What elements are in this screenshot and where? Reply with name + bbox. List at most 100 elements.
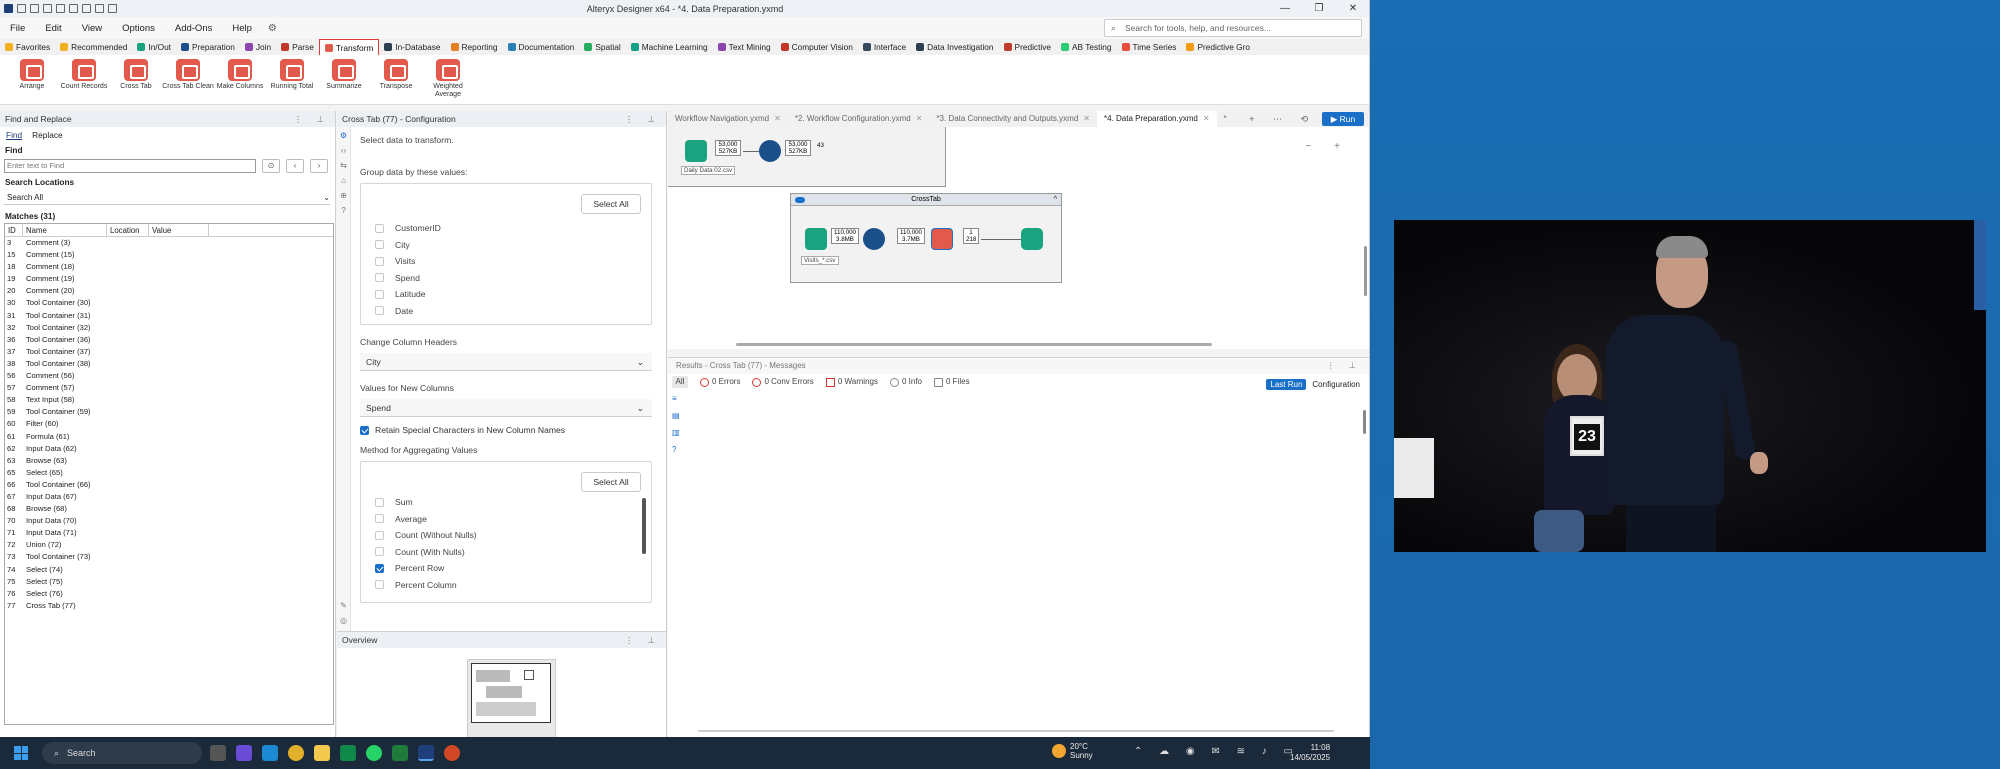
open-file-icon[interactable] xyxy=(30,4,39,13)
panel-pin-icon[interactable]: ⋮ ⊥ xyxy=(624,113,661,124)
tool-summarize[interactable]: Summarize xyxy=(318,55,370,104)
data-icon[interactable]: ▤ xyxy=(672,411,680,420)
last-run-button[interactable]: Last Run xyxy=(1266,379,1307,390)
ribbon-tab-computer-vision[interactable]: Computer Vision xyxy=(776,39,858,55)
find-previous-button[interactable]: ‹ xyxy=(286,159,304,173)
alteryx-taskbar-icon[interactable] xyxy=(418,745,434,761)
column-header[interactable]: Name xyxy=(23,224,107,236)
input-data-node[interactable] xyxy=(805,228,827,250)
ribbon-tab-ab-testing[interactable]: AB Testing xyxy=(1056,39,1117,55)
method-count-without-nulls-[interactable]: Count (Without Nulls) xyxy=(361,527,651,544)
filter-errors[interactable]: 0 Errors xyxy=(700,377,740,387)
undo-icon[interactable] xyxy=(95,4,104,13)
input-data-node[interactable] xyxy=(685,140,707,162)
menu-add-ons[interactable]: Add-Ons xyxy=(174,22,213,34)
select-node[interactable] xyxy=(863,228,885,250)
filter-all-button[interactable]: All xyxy=(672,376,688,388)
filter-conv-errors[interactable]: 0 Conv Errors xyxy=(752,377,814,387)
ribbon-tab-predictive[interactable]: Predictive xyxy=(999,39,1056,55)
group-field-date[interactable]: Date xyxy=(361,303,651,320)
ribbon-tab-data-investigation[interactable]: Data Investigation xyxy=(911,39,998,55)
method-count-with-nulls-[interactable]: Count (With Nulls) xyxy=(361,544,651,561)
tab-replace[interactable]: Replace xyxy=(32,130,63,140)
tag-icon[interactable]: ⌂ xyxy=(341,176,346,185)
ribbon-tab-text-mining[interactable]: Text Mining xyxy=(713,39,776,55)
tool-container-daily[interactable]: 53,000 527KB 53,000 527KB 43 Daily Data … xyxy=(668,127,946,187)
canvas-vertical-scrollbar[interactable] xyxy=(1364,246,1367,296)
group-select-all-button[interactable]: Select All xyxy=(581,194,641,214)
checkbox[interactable] xyxy=(375,514,384,524)
start-button[interactable] xyxy=(14,746,28,760)
results-horizontal-scrollbar[interactable] xyxy=(698,730,1334,732)
copilot-icon[interactable] xyxy=(236,745,252,761)
menu-help[interactable]: Help xyxy=(232,22,252,34)
canvas-horizontal-scrollbar[interactable] xyxy=(736,343,1212,346)
panel-pin-icon[interactable]: ⋮ ⊥ xyxy=(624,634,661,645)
ribbon-tab-interface[interactable]: Interface xyxy=(858,39,911,55)
ribbon-tab-spatial[interactable]: Spatial xyxy=(579,39,625,55)
close-icon[interactable]: ✕ xyxy=(1348,3,1358,14)
sheets-icon[interactable] xyxy=(392,745,408,761)
ribbon-tab-machine-learning[interactable]: Machine Learning xyxy=(626,39,713,55)
tool-cross-tab[interactable]: Cross Tab xyxy=(110,55,162,104)
restore-icon[interactable]: ❐ xyxy=(1314,3,1324,14)
messages-icon[interactable]: ≡ xyxy=(672,394,677,403)
redo-icon[interactable] xyxy=(108,4,117,13)
tool-cross-tab-clean[interactable]: Cross Tab Clean xyxy=(162,55,214,104)
close-tab-icon[interactable]: ✕ xyxy=(1202,114,1210,123)
container-toggle[interactable] xyxy=(795,197,805,203)
values-select[interactable]: Spend ⌄ xyxy=(360,399,652,417)
ribbon-tab-transform[interactable]: Transform xyxy=(318,39,380,55)
tool-weighted-average[interactable]: Weighted Average xyxy=(422,55,474,104)
search-locations-select[interactable]: Search All ⌄ xyxy=(4,191,330,205)
settings-icon[interactable]: ◎ xyxy=(340,616,347,625)
column-header[interactable]: ID xyxy=(5,224,23,236)
checkbox[interactable] xyxy=(375,580,384,590)
ribbon-tab-time-series[interactable]: Time Series xyxy=(1117,39,1182,55)
column-header[interactable]: Value xyxy=(149,224,209,236)
workflow-tab[interactable]: * xyxy=(1223,114,1227,123)
tool-make-columns[interactable]: Make Columns xyxy=(214,55,266,104)
zoom-controls[interactable]: − + xyxy=(1305,141,1350,152)
checkbox[interactable] xyxy=(375,240,384,250)
help-icon[interactable]: ? xyxy=(341,206,346,215)
clock[interactable]: 11:08 14/05/2025 xyxy=(1290,743,1331,762)
menu-options[interactable]: Options xyxy=(122,22,155,34)
workflow-tab[interactable]: *4. Data Preparation.yxmd✕ xyxy=(1096,111,1217,127)
checkbox[interactable] xyxy=(375,547,384,557)
ribbon-tab-join[interactable]: Join xyxy=(240,39,276,55)
connection-icon[interactable]: ⇆ xyxy=(340,161,347,170)
tab-tools-icons[interactable]: + ⋯ ⟲ xyxy=(1249,114,1316,124)
find-options-icon[interactable]: ⊙ xyxy=(262,159,280,173)
tool-container-crosstab[interactable]: CrossTab ^ 110,000 3.8MB 110,000 3.7MB 1… xyxy=(790,193,1062,283)
find-input[interactable]: Enter text to Find xyxy=(4,159,256,173)
retain-special-characters-checkbox[interactable]: Retain Special Characters in New Column … xyxy=(360,425,658,435)
checkbox[interactable] xyxy=(375,530,384,540)
method-percent-column[interactable]: Percent Column xyxy=(361,577,651,594)
filter-warnings[interactable]: 0 Warnings xyxy=(825,377,878,387)
filter-files[interactable]: 0 Files xyxy=(934,377,970,387)
checkbox[interactable] xyxy=(375,497,384,507)
global-search-input[interactable]: ⌕ Search for tools, help, and resources.… xyxy=(1104,19,1362,37)
excel-icon[interactable] xyxy=(340,745,356,761)
edit-icon[interactable]: ✎ xyxy=(340,601,347,610)
group-field-customerid[interactable]: CustomerID xyxy=(361,220,651,237)
run-button[interactable]: ▶ Run xyxy=(1322,112,1364,126)
ribbon-tab-parse[interactable]: Parse xyxy=(276,39,319,55)
